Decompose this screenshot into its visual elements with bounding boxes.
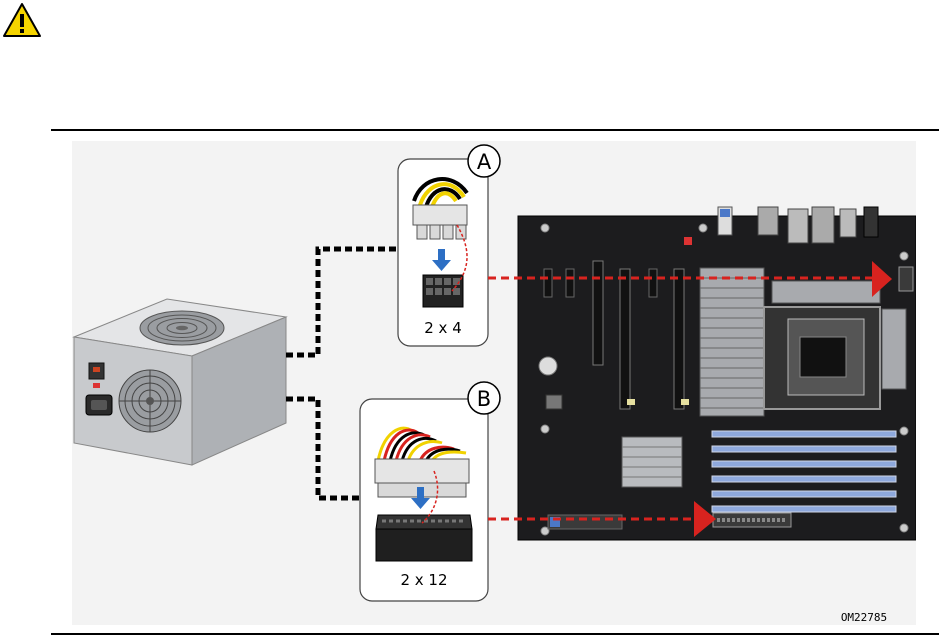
board-eps-header [899,267,913,291]
eps-8pin-header [423,275,463,307]
callout-a-label: 2 x 4 [424,319,462,337]
callout-b-letter: B [477,387,491,411]
motherboard [518,207,916,540]
atx-24pin-header [376,515,472,561]
cmos-battery [539,357,557,375]
cpu-socket [764,307,880,409]
warning-icon [2,2,42,38]
psu-top-fan-icon [140,311,224,345]
callout-a-letter: A [477,150,492,174]
power-connector-diagram: A 2 x 4 [72,141,916,625]
callout-b: B 2 x 12 [360,382,500,601]
figure-code: OM22785 [841,611,887,624]
power-supply-unit [74,299,286,465]
bottom-rule [51,633,939,635]
callout-b-label: 2 x 12 [400,571,447,589]
top-rule [51,129,939,131]
callout-a: A 2 x 4 [398,145,500,346]
psu-front-fan-icon [119,370,181,432]
